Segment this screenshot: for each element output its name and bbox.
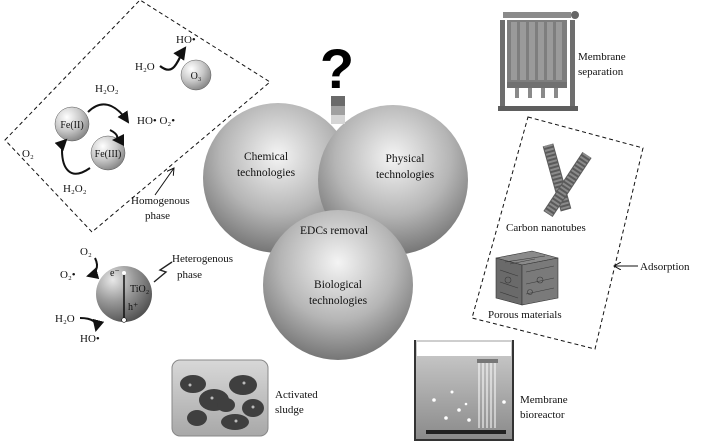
ho-o2-label: HO• O₂• xyxy=(137,115,175,127)
tio2-o2-radical-label: O₂• xyxy=(60,269,76,281)
physical-label-1: Physical xyxy=(386,153,425,165)
question-mark-icon: ? xyxy=(320,37,354,124)
biological-label-1: Biological xyxy=(314,279,362,291)
membrane-bioreactor-group: Membrane bioreactor xyxy=(414,340,568,441)
overlap-label: EDCs removal xyxy=(300,225,368,237)
homogenous-phase-group: O₃ H₂O HO• H₂O₂ Fe(II) Fe(III) HO• O₂• O… xyxy=(4,0,271,233)
homogenous-dashed-box xyxy=(4,0,271,233)
fenton-arrow-top xyxy=(87,103,130,124)
homogenous-pointer xyxy=(154,168,174,196)
o3-arrow xyxy=(159,46,187,71)
aerator-bar xyxy=(426,430,506,434)
heterogenous-caption-1: Heterogenous xyxy=(172,253,233,265)
o3-label: O₃ xyxy=(191,71,202,82)
sludge-flocs-icon xyxy=(180,375,264,430)
adsorption-group: Carbon nanotubes Porous materials Adsorp… xyxy=(471,116,690,350)
hollow-fiber-membrane-icon xyxy=(478,362,496,428)
heterogenous-caption-2: phase xyxy=(177,269,202,281)
electron-arrow xyxy=(86,257,100,280)
physical-label-2: technologies xyxy=(376,169,435,181)
homogenous-caption-1: Homogenous xyxy=(131,195,190,207)
h2o2-bottom-label: H₂O₂ xyxy=(63,183,87,195)
activated-sludge-group: Activated sludge xyxy=(171,359,318,437)
bioreactor-tank xyxy=(414,340,514,441)
fe2-sphere xyxy=(54,106,90,142)
adsorption-dashed-box xyxy=(471,116,644,350)
adsorption-caption: Adsorption xyxy=(640,261,690,273)
membrane-separation-label-2: separation xyxy=(578,66,624,78)
chemical-label-1: Chemical xyxy=(244,151,288,163)
fenton-arrow-left xyxy=(54,138,91,175)
tio2-label: TiO₂ xyxy=(130,284,149,295)
porous-materials-label: Porous materials xyxy=(488,309,562,321)
electron-dot xyxy=(122,271,126,275)
fe3-label: Fe(III) xyxy=(95,149,122,160)
question-dot-1 xyxy=(331,96,345,106)
carbon-nanotubes-label: Carbon nanotubes xyxy=(506,222,586,234)
tio2-ho-label: HO• xyxy=(80,333,100,345)
carbon-nanotubes-icon xyxy=(542,143,592,218)
porous-material-icon xyxy=(495,250,559,306)
membrane-separation-label-1: Membrane xyxy=(578,51,626,63)
membrane-bioreactor-label-2: bioreactor xyxy=(520,409,565,421)
fenton-arrow-right xyxy=(109,129,125,146)
hole-dot xyxy=(121,317,127,323)
biological-circle xyxy=(263,210,413,360)
membrane-module-icon xyxy=(498,11,579,111)
hole-arrow xyxy=(79,317,105,332)
chemical-label-2: technologies xyxy=(237,167,296,179)
tio2-o2-label: O₂ xyxy=(80,246,92,258)
electron-label: e⁻ xyxy=(110,268,120,279)
technology-circles: Chemical technologies Physical technolog… xyxy=(203,103,468,360)
question-dot-3 xyxy=(331,115,345,124)
question-mark: ? xyxy=(320,37,354,100)
h2o2-top-label: H₂O₂ xyxy=(95,83,119,95)
o2-label: O₂ xyxy=(22,148,34,160)
light-icon xyxy=(153,261,173,283)
ho-top-label: HO• xyxy=(176,34,196,46)
homogenous-caption-2: phase xyxy=(145,210,170,222)
activated-sludge-label-2: sludge xyxy=(275,404,304,416)
h2o-label: H₂O xyxy=(135,61,155,73)
hole-label: h⁺ xyxy=(128,302,138,313)
fe2-label: Fe(II) xyxy=(60,120,83,131)
tio2-h2o-label: H₂O xyxy=(55,313,75,325)
air-bubbles xyxy=(432,390,506,422)
question-dot-2 xyxy=(331,106,345,115)
heterogenous-phase-group: e⁻ TiO₂ h⁺ O₂ O₂• H₂O HO• Heterogenous p… xyxy=(55,246,233,345)
membrane-separation-group: Membrane separation xyxy=(498,11,626,111)
activated-sludge-label-1: Activated xyxy=(275,389,318,401)
biological-label-2: technologies xyxy=(309,295,368,307)
membrane-bioreactor-label-1: Membrane xyxy=(520,394,568,406)
o3-sphere xyxy=(180,59,212,91)
